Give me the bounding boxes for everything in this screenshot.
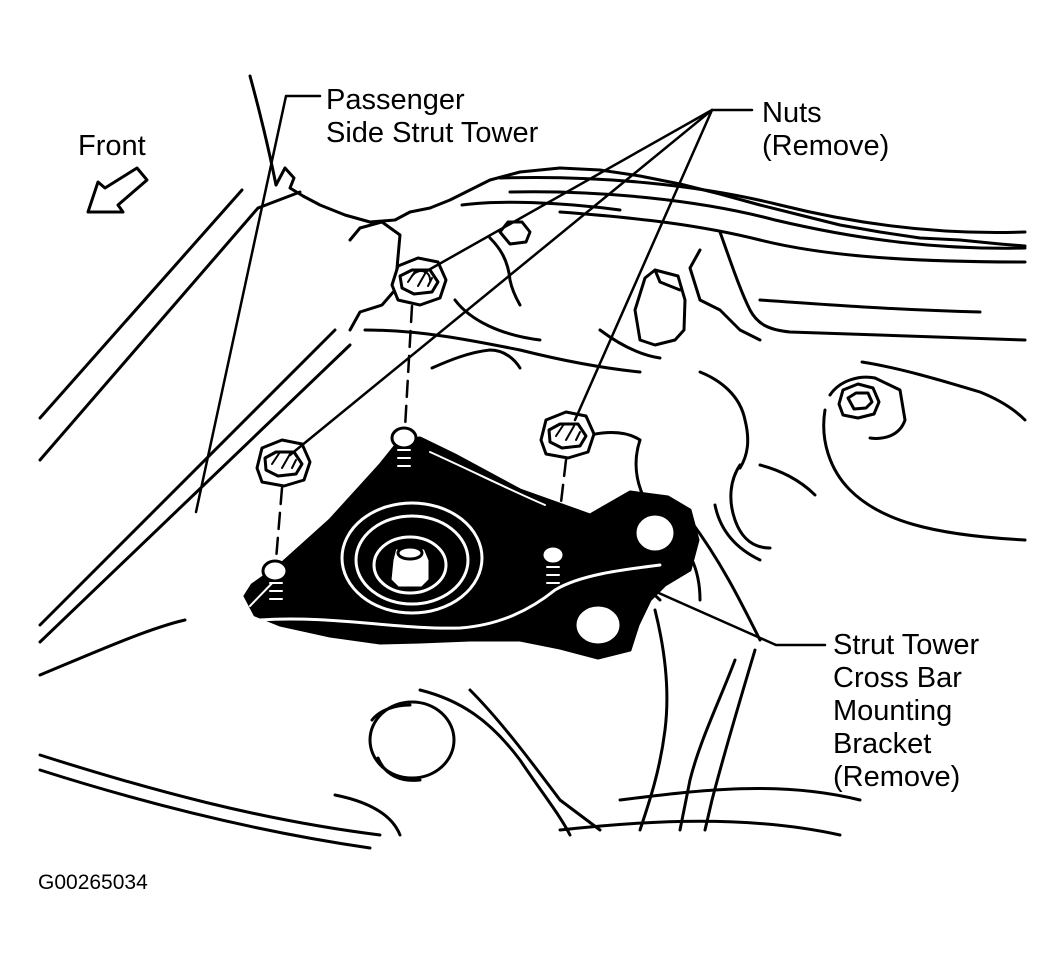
front-label-text: Front xyxy=(78,130,146,162)
alignment-lines xyxy=(274,304,568,562)
bracket-label: Strut Tower Cross Bar Mounting Bracket (… xyxy=(833,629,979,794)
flange-nut-icon xyxy=(390,256,448,307)
flange-nut-icon xyxy=(255,438,312,488)
bracket-label-line-2: Cross Bar xyxy=(833,662,962,694)
cowl-structure xyxy=(498,175,1027,562)
strut-tower-surface xyxy=(274,166,1027,470)
flange-nut-icon xyxy=(539,410,596,460)
bracket-label-line-4: Bracket xyxy=(833,728,932,760)
flange-nut-icon xyxy=(498,220,881,420)
figure-id: G00265034 xyxy=(38,871,148,894)
nuts-label: Nuts (Remove) xyxy=(762,97,889,163)
bracket-label-line-1: Strut Tower xyxy=(833,629,980,661)
mounting-bracket xyxy=(243,426,700,660)
strut-tower-label-line-2: Side Strut Tower xyxy=(326,117,539,149)
grommet-cap xyxy=(368,700,456,782)
nuts-label-line-1: Nuts xyxy=(762,97,822,129)
fender-panel xyxy=(38,74,382,850)
bracket-label-line-5: (Remove) xyxy=(833,761,961,793)
strut-tower-label-line-1: Passenger xyxy=(326,84,465,116)
leader-lines xyxy=(194,94,827,647)
bracket-label-line-3: Mounting xyxy=(833,695,953,727)
front-arrow-icon xyxy=(86,166,149,214)
strut-tower-label: Passenger Side Strut Tower xyxy=(326,84,538,150)
nuts-label-line-2: (Remove) xyxy=(762,130,890,162)
front-label: Front xyxy=(78,130,146,163)
